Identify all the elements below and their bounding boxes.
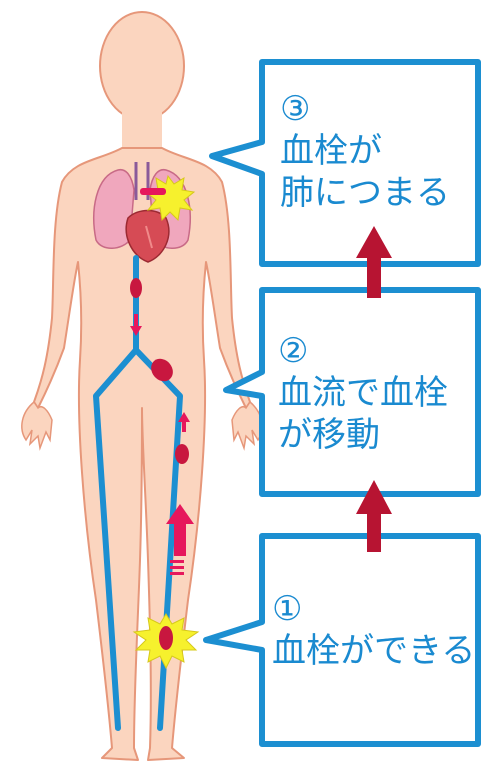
step-1-line-1: 血栓ができる [272,630,475,672]
step-2-line-1: 血流で血栓 [278,372,448,414]
step-3-text: ③ 血栓が 肺につまる [280,88,450,214]
leg-clot-burst-icon [134,614,198,668]
step-2-line-2: が移動 [278,414,448,456]
clot-leg [159,626,173,650]
step-1-text: ① 血栓ができる [272,588,475,672]
step-2-text: ② 血流で血栓 が移動 [278,330,448,456]
step-2-number: ② [278,330,448,372]
step-3-line-1: 血栓が [280,130,450,172]
step-1-number: ① [272,588,475,630]
step-3-number: ③ [280,88,450,130]
clot-thigh [175,444,189,464]
clot-chest [130,278,142,298]
step-3-line-2: 肺につまる [280,172,450,214]
